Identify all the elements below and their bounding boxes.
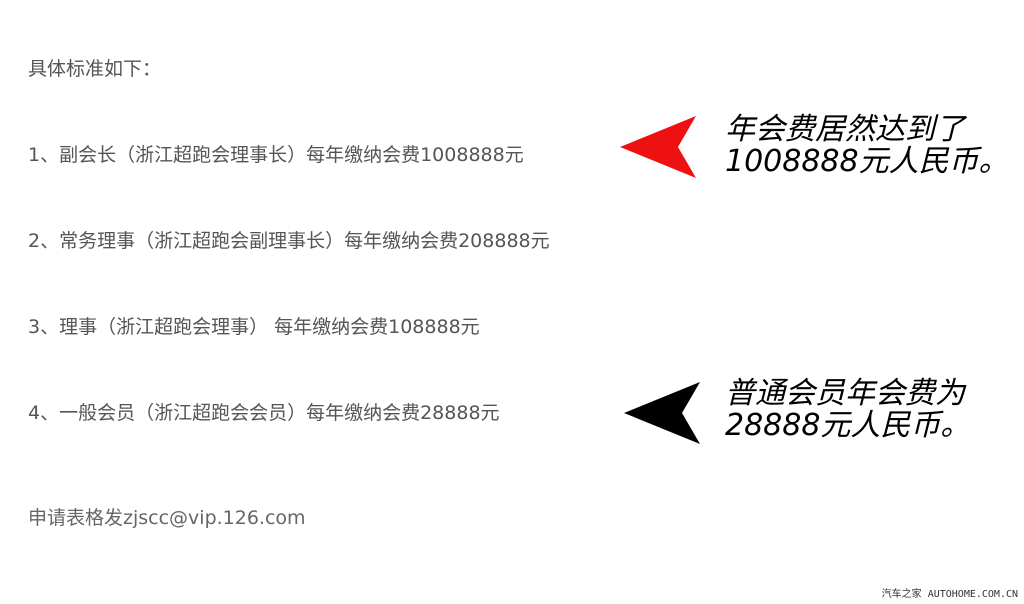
annotation-membership-fee-general: 普通会员年会费为 28888元人民币。 bbox=[725, 378, 1015, 442]
annotation-line: 普通会员年会费为 bbox=[725, 376, 965, 411]
red-arrow-icon bbox=[620, 116, 696, 178]
list-item-director: 3、理事（浙江超跑会理事） 每年缴纳会费108888元 bbox=[28, 316, 480, 338]
annotation-line: 1008888元人民币。 bbox=[725, 144, 1009, 179]
black-arrow-icon bbox=[624, 382, 700, 444]
annotation-line: 年会费居然达到了 bbox=[725, 112, 965, 147]
application-email-line: 申请表格发zjscc@vip.126.com bbox=[28, 507, 306, 529]
list-item-general-member: 4、一般会员（浙江超跑会会员）每年缴纳会费28888元 bbox=[28, 402, 500, 424]
annotation-line: 28888元人民币。 bbox=[725, 408, 971, 443]
annotation-membership-fee-vice-president: 年会费居然达到了 1008888元人民币。 bbox=[725, 114, 1015, 178]
section-heading: 具体标准如下： bbox=[28, 58, 162, 80]
site-watermark: 汽车之家 AUTOHOME.COM.CN bbox=[881, 589, 1018, 600]
list-item-executive-director: 2、常务理事（浙江超跑会副理事长）每年缴纳会费208888元 bbox=[28, 230, 550, 252]
list-item-vice-president: 1、副会长（浙江超跑会理事长）每年缴纳会费1008888元 bbox=[28, 144, 524, 166]
